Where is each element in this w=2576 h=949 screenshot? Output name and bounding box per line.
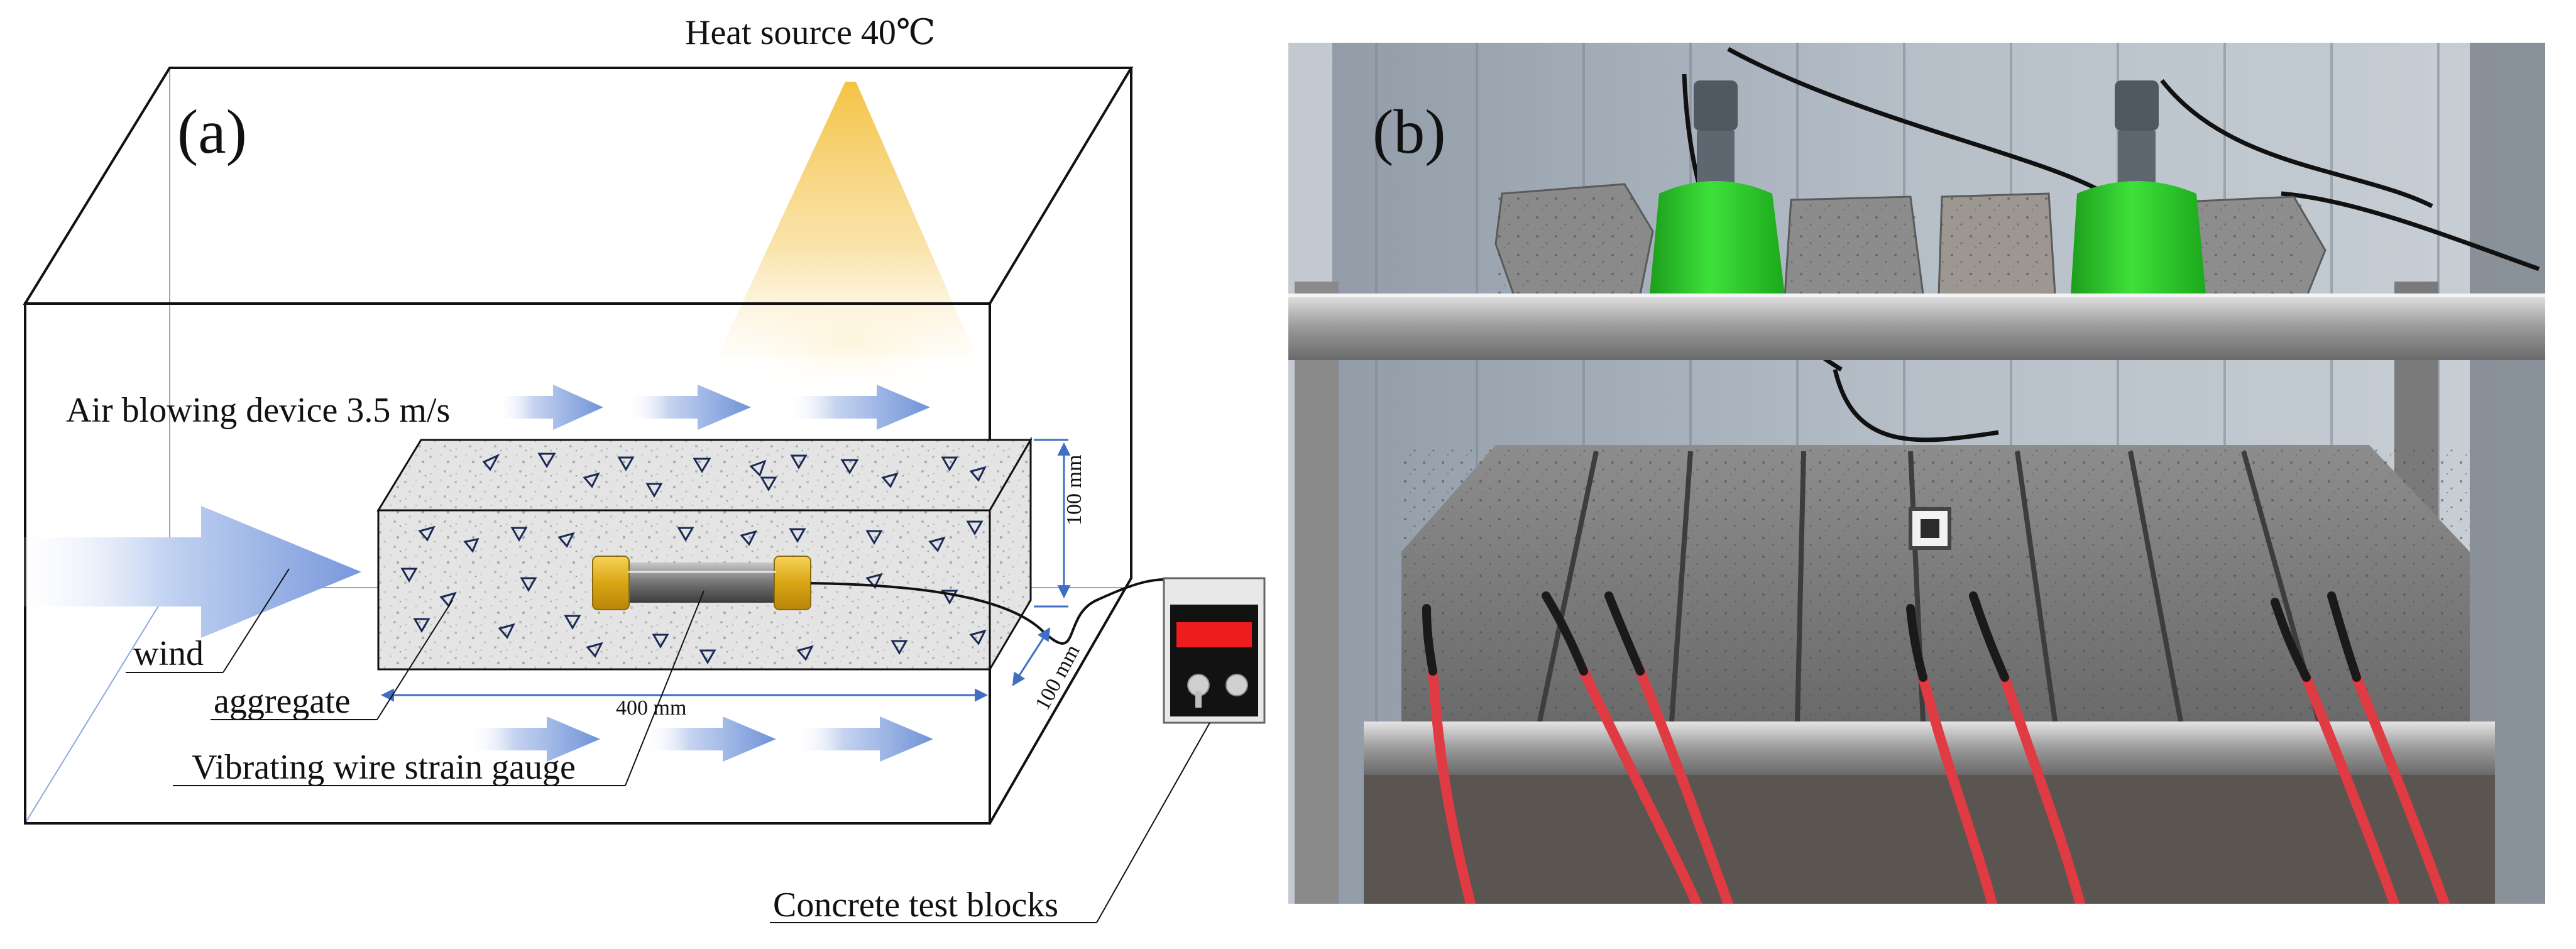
heat-source-beam <box>704 82 993 399</box>
concrete-test-blocks-label: Concrete test blocks <box>773 886 1059 924</box>
readout-device-icon <box>1163 577 1266 724</box>
air-blowing-device-label: Air blowing device 3.5 m/s <box>66 391 451 430</box>
panel-b-label: (b) <box>1373 97 1446 167</box>
dimension-lines <box>380 439 1071 702</box>
height-dimension-label: 100 mm <box>1063 454 1086 525</box>
aggregate-label: aggregate <box>214 682 351 721</box>
gauge-cable <box>810 578 1182 645</box>
strain-gauge-label: Vibrating wire strain gauge <box>192 748 576 787</box>
wind-arrows-lower <box>468 716 933 762</box>
length-dimension-label: 400 mm <box>616 696 687 720</box>
wind-label: wind <box>133 634 204 673</box>
strain-gauge-icon <box>592 556 811 610</box>
concrete-specimen <box>376 436 1033 673</box>
aggregate-triangle-icon <box>400 453 987 664</box>
wind-arrow-icon <box>0 506 361 638</box>
wind-arrows-upper <box>496 385 930 430</box>
heat-source-label: Heat source 40℃ <box>685 13 936 52</box>
panel-a-label: (a) <box>177 97 247 167</box>
photo-panel-b <box>1288 43 2545 904</box>
callout-leaders <box>126 568 1210 923</box>
